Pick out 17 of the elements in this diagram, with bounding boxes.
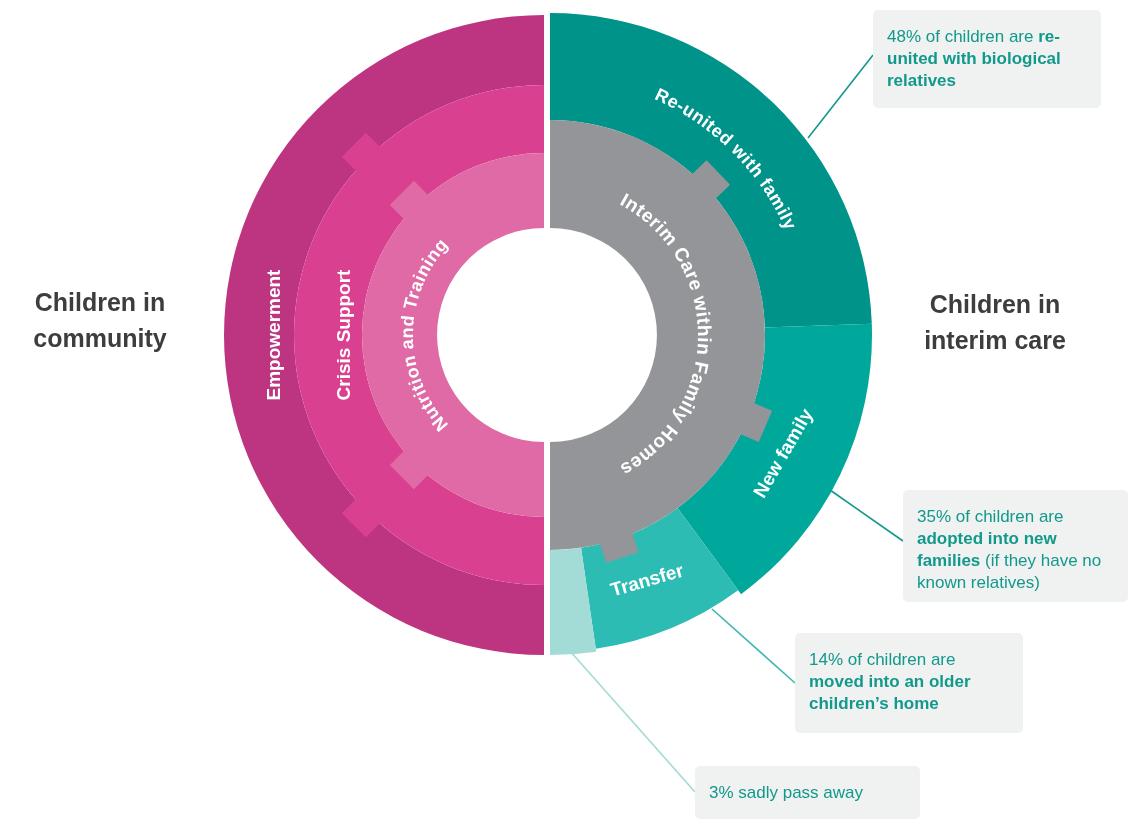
ring-segment	[581, 508, 739, 649]
segment-label: Empowerment	[262, 269, 284, 401]
callout-box: 48% of children are re-united with biological relatives	[873, 10, 1101, 108]
segment-label: Transfer	[608, 559, 686, 601]
leader-line	[829, 489, 904, 542]
group-heading: Children in community	[32, 287, 168, 355]
ring-segment	[550, 547, 597, 655]
callout-box: 35% of children are adopted into new families (if they have no known relatives)	[903, 490, 1128, 602]
leader-line	[807, 54, 874, 139]
leader-line	[711, 608, 796, 684]
ring-segment	[362, 153, 544, 517]
ring-segment	[224, 15, 544, 655]
segment-label: Crisis Support	[332, 269, 354, 401]
group-heading: Children in interim care	[923, 289, 1067, 357]
ring-segment	[294, 85, 544, 585]
callout-box: 14% of children are moved into an older children’s home	[795, 633, 1023, 733]
callout-box: 3% sadly pass away	[695, 766, 920, 819]
